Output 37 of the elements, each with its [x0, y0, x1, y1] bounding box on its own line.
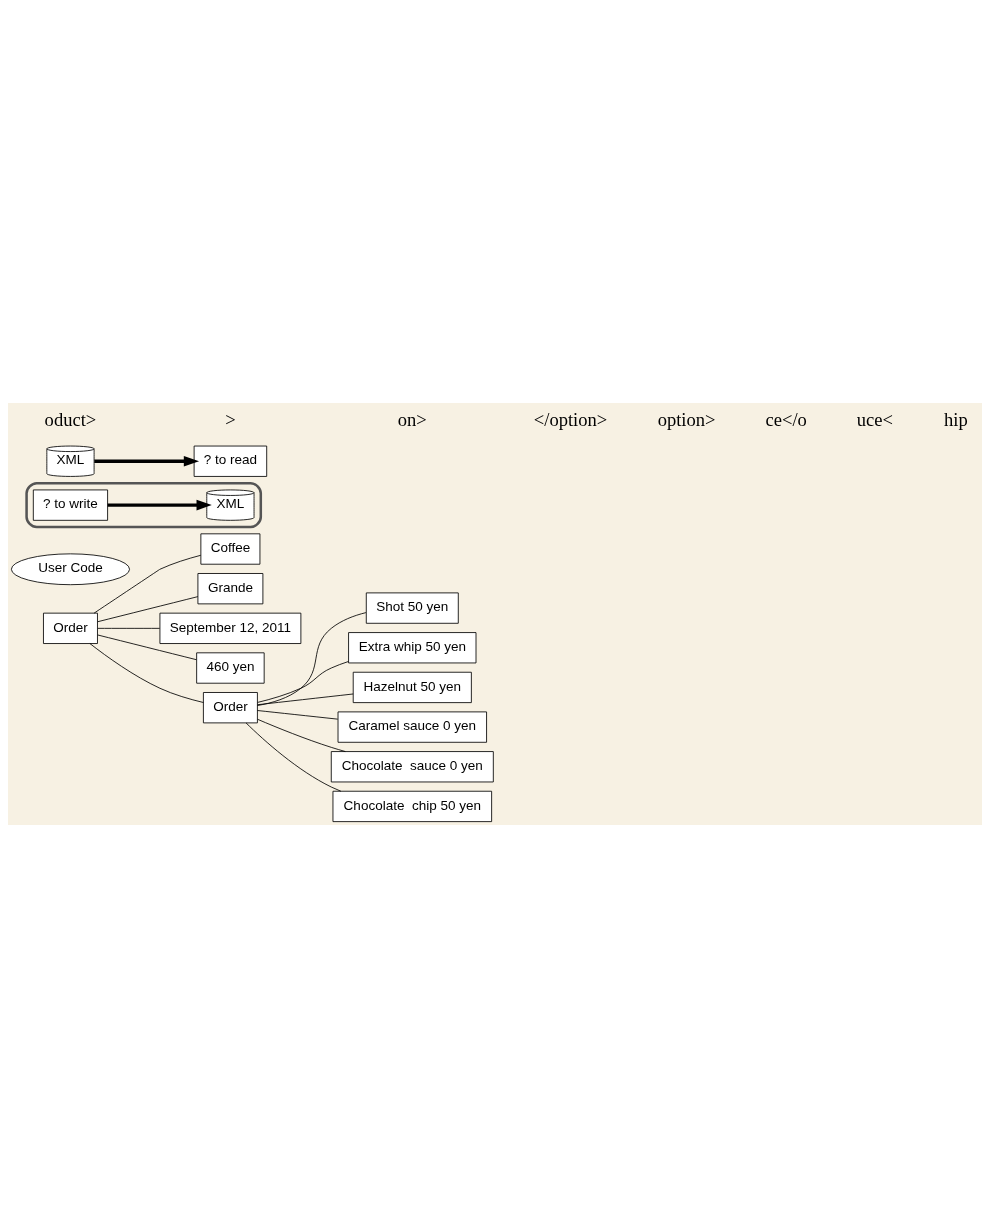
connector [257, 709, 339, 720]
label: hip [943, 408, 968, 430]
node-box: Shot 50 yen [365, 592, 459, 624]
label: oduct> [44, 408, 97, 430]
connector [89, 642, 204, 703]
node-box: Extra whip 50 yen [348, 631, 477, 663]
node-box: Coffee [200, 532, 261, 565]
node-ellipse: User Code [10, 552, 130, 585]
connector [93, 554, 202, 614]
node-box: Chocolate sauce 0 yen [330, 750, 494, 782]
connector [257, 718, 346, 752]
label: option> [657, 408, 716, 430]
connector [257, 660, 349, 703]
node-box: Grande [197, 572, 264, 604]
connector [257, 611, 367, 706]
node-box: Order [203, 691, 258, 723]
label: </option> [533, 408, 608, 430]
arrow [107, 499, 212, 510]
node-box: Caramel sauce 0 yen [337, 711, 487, 743]
connector [97, 634, 197, 660]
node-box: 460 yen [196, 651, 265, 684]
node-box: ? to write [32, 489, 108, 521]
connector [245, 722, 342, 792]
connector [97, 627, 161, 629]
label: uce< [856, 408, 893, 430]
node-box: ? to read [193, 445, 268, 477]
label: ce</o [765, 408, 807, 430]
cluster [25, 481, 263, 528]
label: on> [397, 408, 427, 430]
connector [97, 595, 199, 622]
node-box: Hazelnut 50 yen [352, 671, 472, 703]
node-box: September 12, 2011 [159, 612, 302, 644]
node-box: Chocolate chip 50 yen [332, 790, 493, 822]
label: > [225, 408, 236, 430]
connector [257, 693, 354, 705]
node-box: Order [43, 612, 98, 644]
arrow [94, 455, 200, 467]
